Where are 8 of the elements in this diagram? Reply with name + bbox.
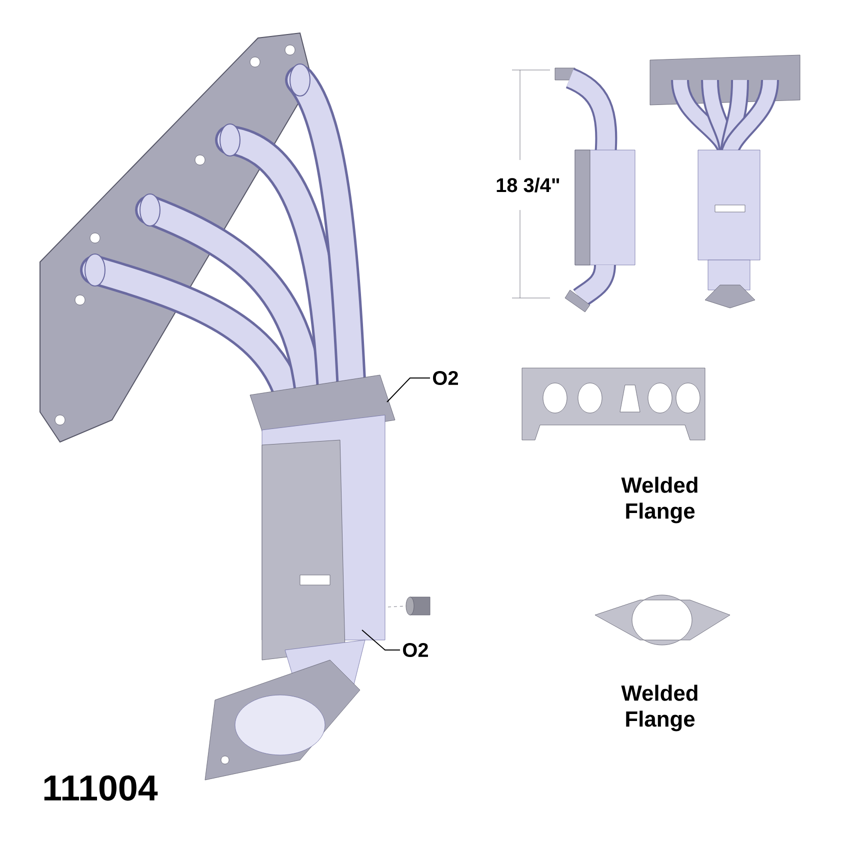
dimension-label: 18 3/4": [496, 178, 560, 192]
leader-line: [362, 630, 400, 650]
leader-line: [386, 378, 430, 402]
flange-caption: Welded Flange: [621, 476, 698, 524]
o2-label: O2: [433, 370, 458, 386]
o2-label: O2: [403, 642, 428, 658]
part-number: 111004: [44, 775, 158, 801]
flange-caption: Welded Flange: [621, 684, 698, 732]
